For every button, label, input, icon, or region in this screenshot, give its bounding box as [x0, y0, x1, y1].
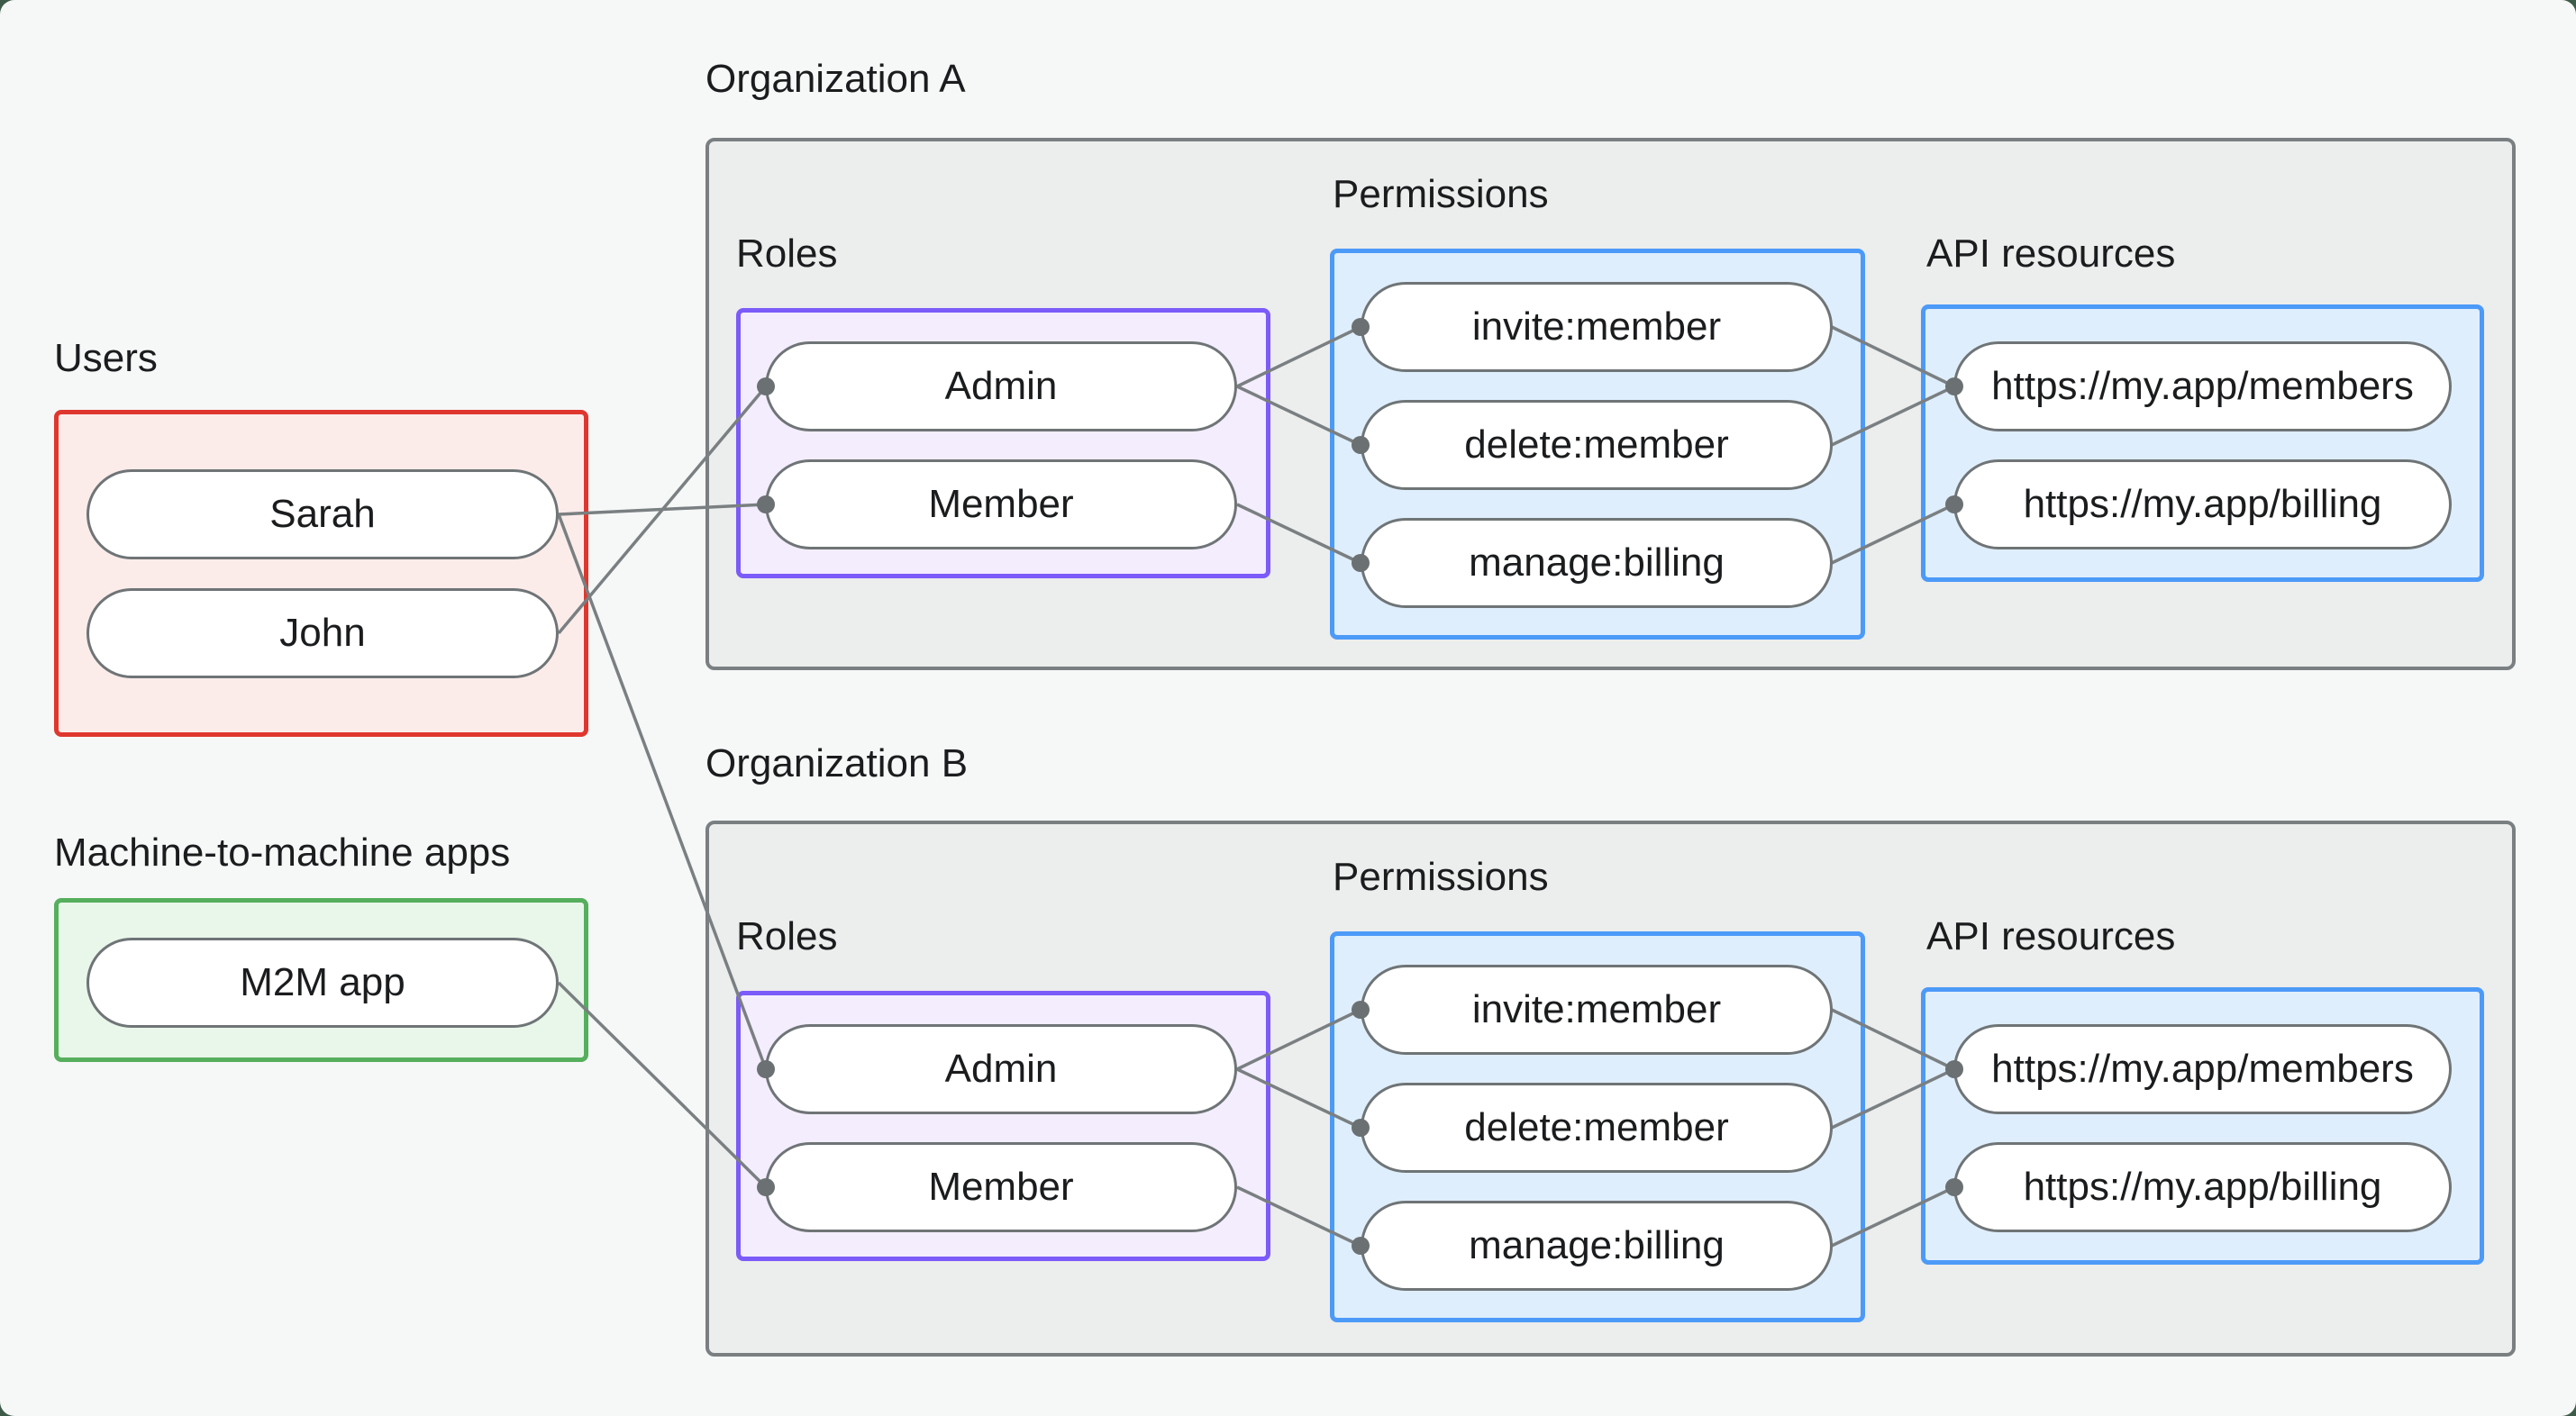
- org-a-label: Organization A: [705, 57, 966, 101]
- org-b-roles-label: Roles: [736, 914, 838, 958]
- org-b-api-members: https://my.app/members: [1953, 1024, 2452, 1114]
- org-a-api-label: API resources: [1926, 231, 2176, 276]
- org-a-role-member: Member: [765, 459, 1237, 549]
- org-b-permission-invite-member: invite:member: [1361, 965, 1833, 1055]
- org-a-roles-label: Roles: [736, 231, 838, 276]
- m2m-node-app: M2M app: [86, 938, 559, 1028]
- org-b-role-member: Member: [765, 1142, 1237, 1232]
- org-b-role-admin: Admin: [765, 1024, 1237, 1114]
- user-node-sarah: Sarah: [86, 469, 559, 559]
- org-a-permission-manage-billing: manage:billing: [1361, 518, 1833, 608]
- m2m-group-label: Machine-to-machine apps: [54, 831, 511, 875]
- org-b-permission-delete-member: delete:member: [1361, 1083, 1833, 1173]
- org-b-permission-manage-billing: manage:billing: [1361, 1201, 1833, 1291]
- org-a-api-billing: https://my.app/billing: [1953, 459, 2452, 549]
- org-a-permission-invite-member: invite:member: [1361, 282, 1833, 372]
- org-a-permission-delete-member: delete:member: [1361, 400, 1833, 490]
- org-b-permissions-label: Permissions: [1333, 855, 1549, 899]
- user-node-john: John: [86, 588, 559, 678]
- org-a-permissions-label: Permissions: [1333, 172, 1549, 216]
- org-b-label: Organization B: [705, 741, 969, 785]
- org-b-api-billing: https://my.app/billing: [1953, 1142, 2452, 1232]
- org-a-role-admin: Admin: [765, 341, 1237, 431]
- users-group-label: Users: [54, 336, 158, 380]
- users-box: [54, 410, 588, 737]
- org-a-api-members: https://my.app/members: [1953, 341, 2452, 431]
- org-b-api-label: API resources: [1926, 914, 2176, 958]
